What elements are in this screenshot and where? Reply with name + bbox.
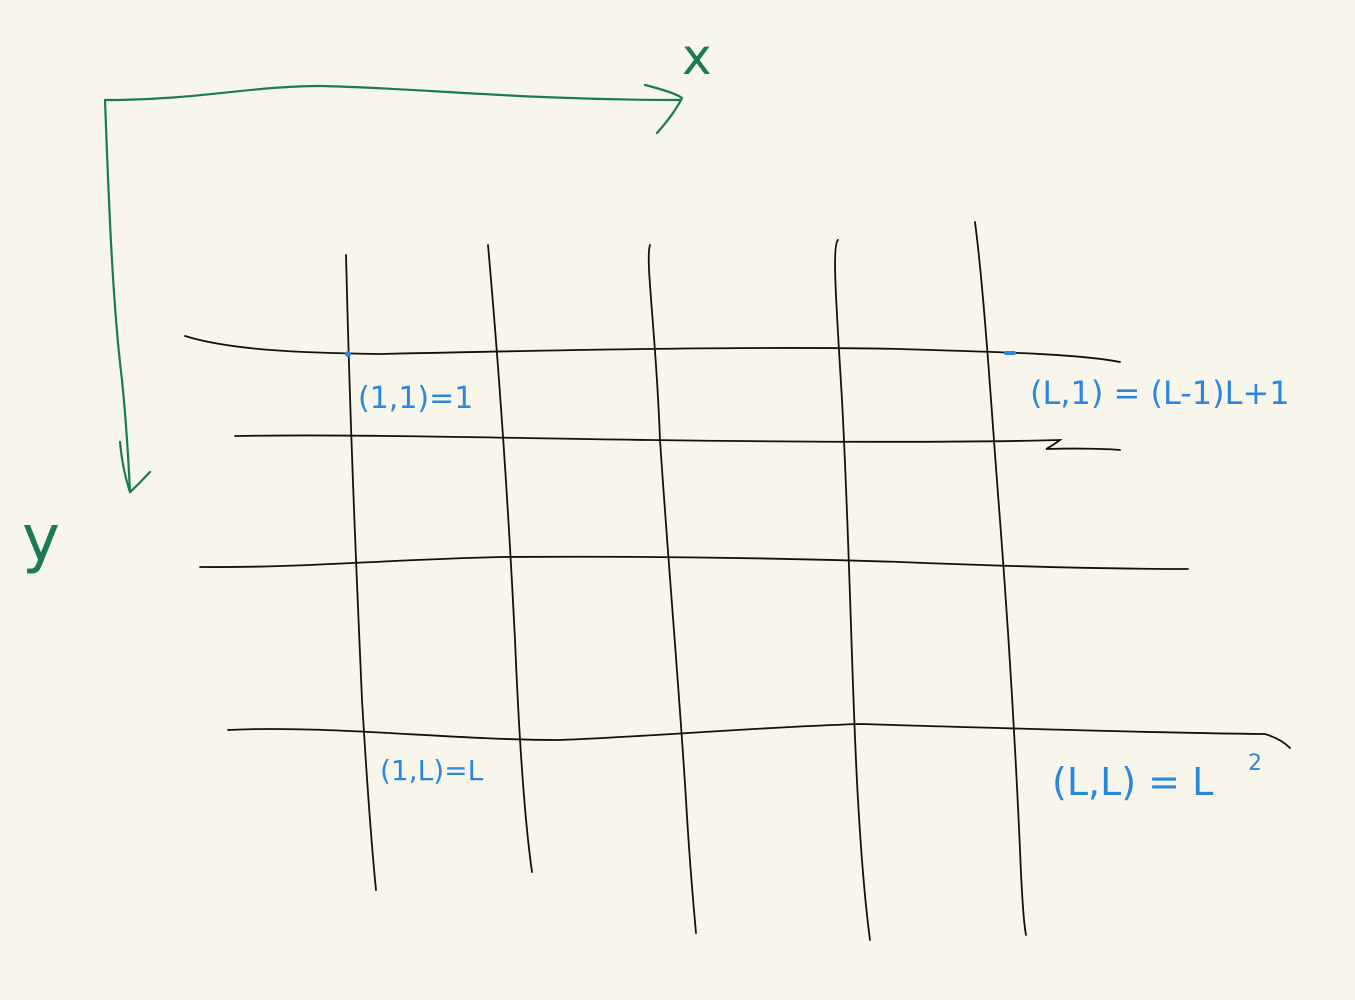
grid-col-line-3 — [647, 244, 697, 934]
grid-row-line-3 — [199, 555, 1189, 570]
grid-row-line-2 — [234, 434, 1121, 451]
annotation-top-left: (1,1)=1 — [358, 381, 473, 416]
grid — [184, 221, 1291, 941]
x-axis-label: x — [682, 28, 712, 86]
grid-row-line-4 — [227, 723, 1291, 749]
annotation-bottom-right-exponent: 2 — [1248, 751, 1262, 776]
y-axis-line — [103, 98, 132, 494]
axes — [103, 83, 684, 494]
corner-marker-top-right — [1004, 351, 1016, 355]
annotation-top-right: (L,1) = (L-1)L+1 — [1030, 374, 1290, 412]
x-axis-arrowhead — [643, 83, 684, 135]
grid-col-line-5 — [974, 221, 1027, 936]
grid-col-line-4 — [834, 239, 871, 941]
grid-row-line-1 — [184, 335, 1121, 363]
corner-marker-top-left — [345, 351, 351, 357]
y-axis-arrowhead — [118, 440, 152, 494]
y-axis-label: y — [22, 502, 60, 576]
grid-col-line-2 — [487, 244, 533, 873]
annotation-bottom-right: (L,L) = L — [1052, 760, 1213, 804]
grid-col-line-1 — [345, 254, 377, 891]
corner-markers — [345, 351, 1016, 357]
x-axis-line — [103, 84, 682, 102]
annotation-bottom-left: (1,L)=L — [380, 754, 484, 787]
